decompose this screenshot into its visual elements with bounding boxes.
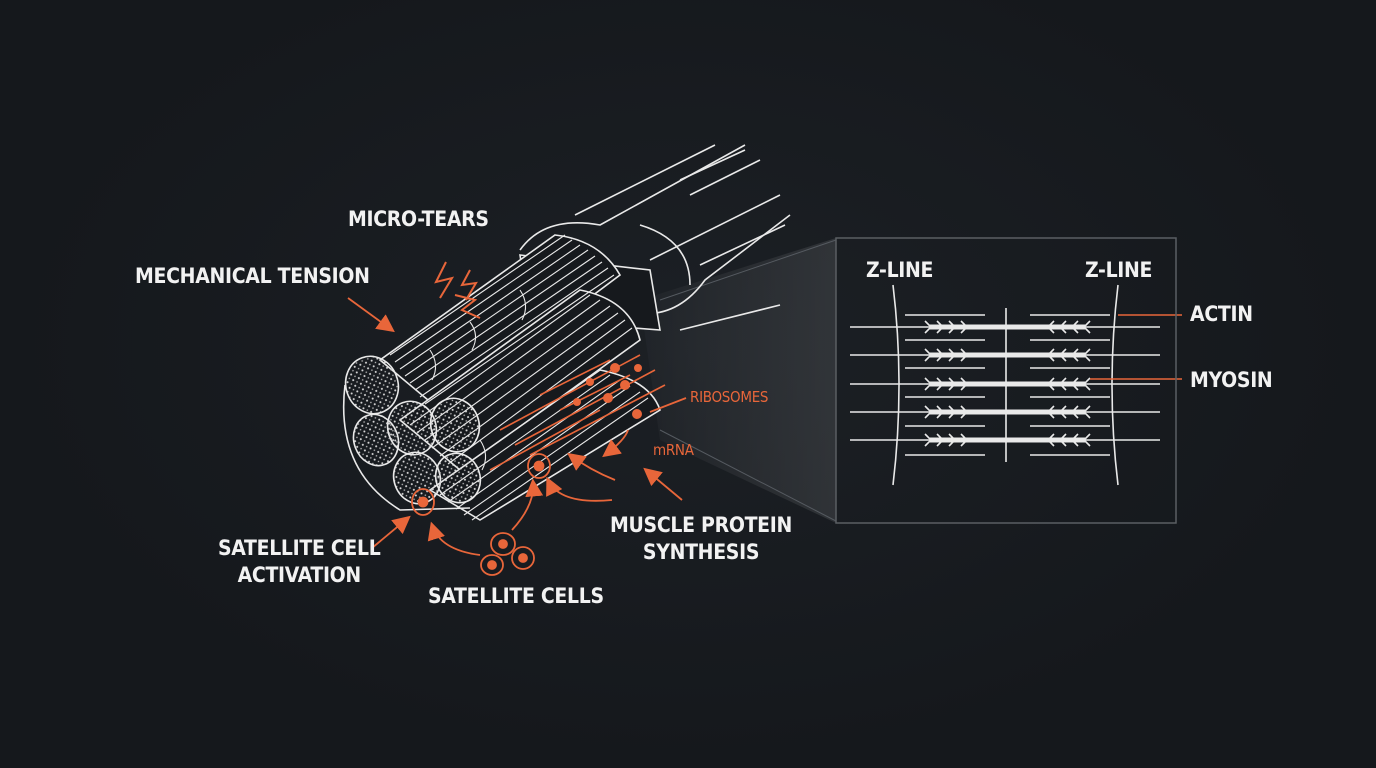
z-line-right-mark bbox=[1111, 284, 1119, 486]
inset-pointers bbox=[1090, 314, 1182, 380]
label-mrna: mRNA bbox=[653, 441, 694, 459]
zoom-beam bbox=[640, 238, 836, 523]
label-satellite-cell-activation-line1: SATELLITE CELL bbox=[218, 536, 381, 560]
label-mechanical-tension: MECHANICAL TENSION bbox=[135, 264, 370, 288]
label-z-line-right: Z-LINE bbox=[1085, 258, 1153, 282]
pointer-arrows bbox=[347, 297, 687, 556]
label-satellite-cell-activation-line2: ACTIVATION bbox=[237, 563, 362, 587]
mechanical-tension-arrow bbox=[347, 297, 395, 333]
fiber-end-caps bbox=[342, 355, 482, 511]
satellite-cells-drawing bbox=[411, 453, 551, 576]
activation-arrow bbox=[371, 515, 411, 549]
micro-tear-icon bbox=[434, 261, 481, 319]
myosin-filaments bbox=[930, 324, 1085, 443]
label-micro-tears: MICRO-TEARS bbox=[348, 207, 489, 231]
ribosome-dots bbox=[573, 363, 642, 419]
zoom-line-bottom bbox=[659, 429, 837, 522]
ribosomes-pointer bbox=[649, 397, 687, 413]
label-satellite-cell-activation: SATELLITE CELL ACTIVATION bbox=[218, 535, 381, 589]
zoom-line-top bbox=[659, 239, 837, 301]
label-ribosomes: RIBOSOMES bbox=[690, 388, 769, 406]
label-actin: ACTIN bbox=[1190, 302, 1253, 326]
satellite-cells-arrow bbox=[427, 521, 481, 556]
label-z-line-left: Z-LINE bbox=[866, 258, 934, 282]
label-myosin: MYOSIN bbox=[1190, 368, 1273, 392]
synthesis-arrow bbox=[643, 467, 683, 501]
sarcomere-inset bbox=[850, 284, 1160, 486]
synthesis-activity bbox=[489, 354, 666, 471]
label-satellite-cells: SATELLITE CELLS bbox=[428, 584, 604, 608]
z-line-left-mark bbox=[892, 284, 900, 486]
label-muscle-protein-synthesis: MUSCLE PROTEIN SYNTHESIS bbox=[610, 512, 792, 566]
label-muscle-protein-synthesis-line2: SYNTHESIS bbox=[642, 540, 760, 564]
label-muscle-protein-synthesis-line1: MUSCLE PROTEIN bbox=[610, 513, 793, 537]
